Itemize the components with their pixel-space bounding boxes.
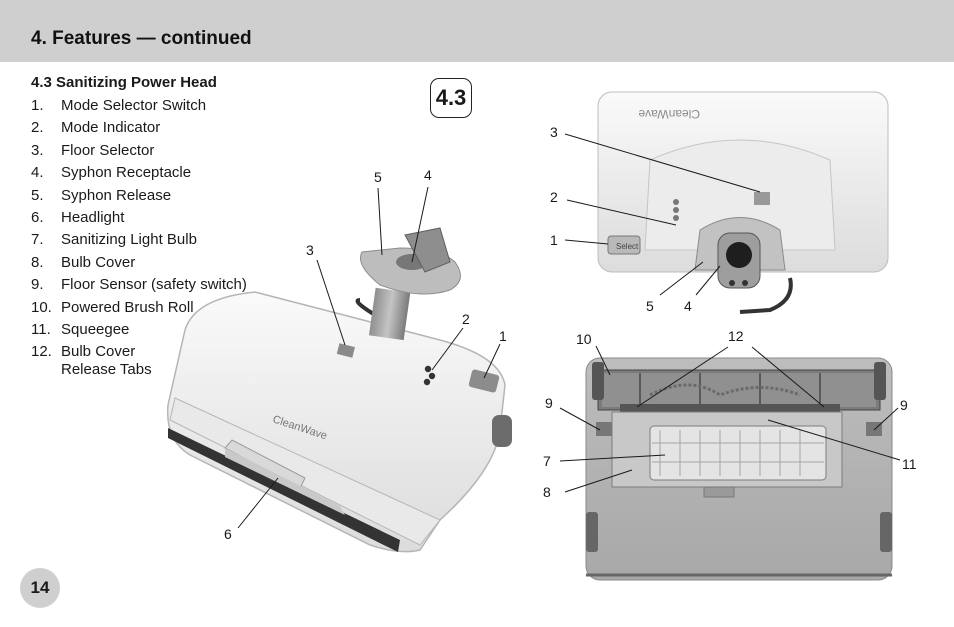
- callout-5: 5: [374, 169, 382, 185]
- item-label: Mode Indicator: [61, 119, 161, 137]
- page-header: 4. Features — continued: [0, 0, 954, 62]
- item-label: Floor Selector: [61, 141, 155, 159]
- callout-2-top: 2: [550, 189, 558, 205]
- item-label: Bulb Cover Release Tabs: [61, 343, 152, 379]
- item-number: 3.: [31, 141, 44, 159]
- callout-10: 10: [576, 331, 592, 347]
- callout-12: 12: [728, 328, 744, 344]
- figure-badge: 4.3: [430, 78, 472, 118]
- item-number: 11.: [31, 320, 51, 338]
- callout-4: 4: [424, 167, 432, 183]
- item-label: Mode Selector Switch: [61, 97, 207, 114]
- item-number: 9.: [31, 276, 44, 294]
- brand-label-top: CleanWave: [638, 107, 700, 121]
- callout-11: 11: [902, 456, 917, 472]
- item-number: 5.: [31, 186, 44, 204]
- item-label: Headlight: [61, 208, 125, 226]
- item-number: 6.: [31, 208, 44, 226]
- item-number: 10.: [31, 298, 52, 316]
- callout-2: 2: [462, 311, 470, 327]
- callout-1: 1: [499, 328, 507, 344]
- callout-6: 6: [224, 526, 232, 542]
- callout-9-left: 9: [545, 395, 553, 411]
- callout-7: 7: [543, 453, 551, 469]
- page-number: 14: [20, 568, 60, 608]
- power-head-angled-photo: CleanWave: [166, 227, 512, 553]
- callout-9-right: 9: [900, 397, 908, 413]
- item-label: Syphon Release: [61, 186, 172, 204]
- item-label: Powered Brush Roll: [61, 298, 194, 316]
- callout-3: 3: [306, 242, 314, 258]
- item-number: 1.: [31, 97, 44, 114]
- item-number: 12.: [31, 343, 52, 361]
- item-label: Syphon Receptacle: [61, 164, 192, 182]
- select-label: Select: [616, 242, 639, 251]
- power-head-top-photo: CleanWave Select: [597, 91, 889, 314]
- item-label: Sanitizing Light Bulb: [61, 231, 197, 249]
- section-heading: 4.3 Sanitizing Power Head: [31, 74, 217, 91]
- item-label: Floor Sensor (safety switch): [61, 276, 247, 294]
- item-label: Bulb Cover: [61, 253, 136, 271]
- page-title: 4. Features — continued: [31, 28, 252, 49]
- item-number: 4.: [31, 164, 44, 182]
- callout-1-top: 1: [550, 232, 558, 248]
- item-number: 8.: [31, 253, 44, 271]
- leader-lines: [237, 133, 901, 529]
- item-label: Squeegee: [61, 320, 130, 338]
- callout-8: 8: [543, 484, 551, 500]
- item-number: 7.: [31, 231, 44, 249]
- callout-3-top: 3: [550, 124, 558, 140]
- power-head-underside-photo: [585, 357, 893, 581]
- callout-4-top: 4: [684, 298, 692, 314]
- item-number: 2.: [31, 119, 44, 137]
- callout-5-top: 5: [646, 298, 654, 314]
